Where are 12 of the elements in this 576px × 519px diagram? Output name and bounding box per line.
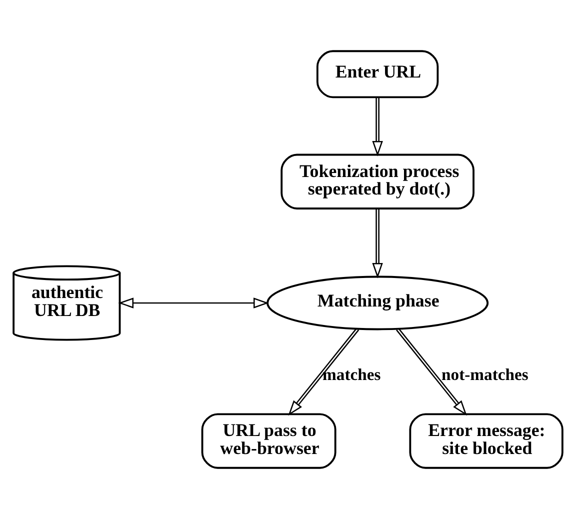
node-ellipse: Matching phase: [266, 276, 489, 330]
edge-label: not-matches: [442, 365, 528, 384]
arrow: [372, 208, 383, 278]
arrow: [288, 328, 360, 416]
edge-label: matches: [322, 365, 381, 384]
node-box: Error message: site blocked: [409, 413, 564, 469]
node-box: Tokenization process seperated by dot(.): [280, 154, 474, 210]
arrow: [396, 328, 467, 416]
arrow: [372, 98, 383, 156]
arrow: [118, 298, 269, 308]
node-box: Enter URL: [316, 50, 439, 98]
node-box: URL pass to web-browser: [201, 413, 336, 469]
